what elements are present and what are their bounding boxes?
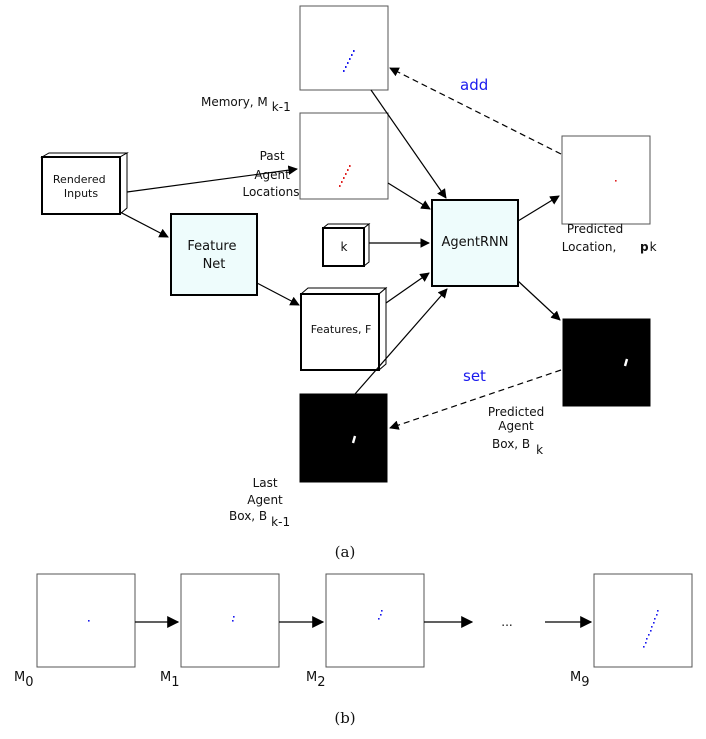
arrow-memory-to-agentrnn	[370, 89, 447, 199]
agentrnn-node	[431, 199, 519, 287]
memory-m0	[36, 573, 136, 668]
agentrnn-label: AgentRNN	[442, 235, 509, 250]
predicted-box-label: Predicted Agent	[488, 405, 548, 433]
arrow-set-dashed	[389, 369, 562, 430]
arrow-featurenet-to-features	[256, 282, 300, 306]
arrows-a	[119, 67, 562, 430]
k-label: k	[341, 240, 348, 254]
predicted-location-node	[561, 135, 651, 225]
predicted-box-node	[562, 318, 651, 407]
m2-label: M2	[306, 670, 326, 690]
last-box-node	[299, 393, 388, 483]
rendered-inputs-node	[40, 152, 129, 216]
predicted-location-symbol: pk	[640, 240, 657, 254]
past-trail	[339, 165, 351, 187]
past-locations-node	[299, 112, 389, 200]
last-box-mark	[351, 435, 357, 444]
predicted-box-mark	[623, 358, 629, 367]
memory-m9	[593, 573, 693, 668]
arrow-rendered-to-past	[126, 165, 298, 193]
features-label: Features, F	[311, 323, 372, 336]
add-label: add	[460, 76, 488, 94]
memory-m1	[180, 573, 280, 668]
m0-label: M0	[14, 670, 34, 690]
arrow-add-dashed	[389, 67, 562, 155]
arrow-agentrnn-to-predloc	[517, 195, 560, 222]
feature-net-label: Feature Net	[187, 239, 240, 272]
arrow-rendered-to-featurenet	[119, 211, 169, 238]
memory-node	[299, 5, 389, 91]
predicted-point	[615, 180, 617, 182]
predicted-location-label: Predicted Location,	[562, 222, 627, 254]
set-label: set	[463, 367, 486, 385]
arrow-lastbox-to-agentrnn	[354, 288, 448, 395]
rendered-inputs-label: Rendered Inputs	[53, 173, 109, 200]
memory-trail	[343, 50, 355, 72]
caption-b: (b)	[334, 709, 355, 727]
m1-label: M1	[160, 670, 180, 690]
arrow-agentrnn-to-predbox	[517, 280, 561, 321]
memory-m2	[325, 573, 425, 668]
feature-net-node	[170, 213, 258, 296]
k-node	[321, 222, 371, 268]
m9-label: M9	[570, 670, 590, 690]
arrow-past-to-agentrnn	[387, 182, 431, 210]
arrow-features-to-agentrnn	[385, 272, 430, 304]
caption-a: (a)	[335, 543, 356, 561]
past-locations-label: Past Agent Locations	[242, 149, 299, 199]
features-node	[299, 286, 388, 372]
last-box-label: Last Agent	[247, 476, 283, 507]
ellipsis: ...	[501, 615, 512, 629]
